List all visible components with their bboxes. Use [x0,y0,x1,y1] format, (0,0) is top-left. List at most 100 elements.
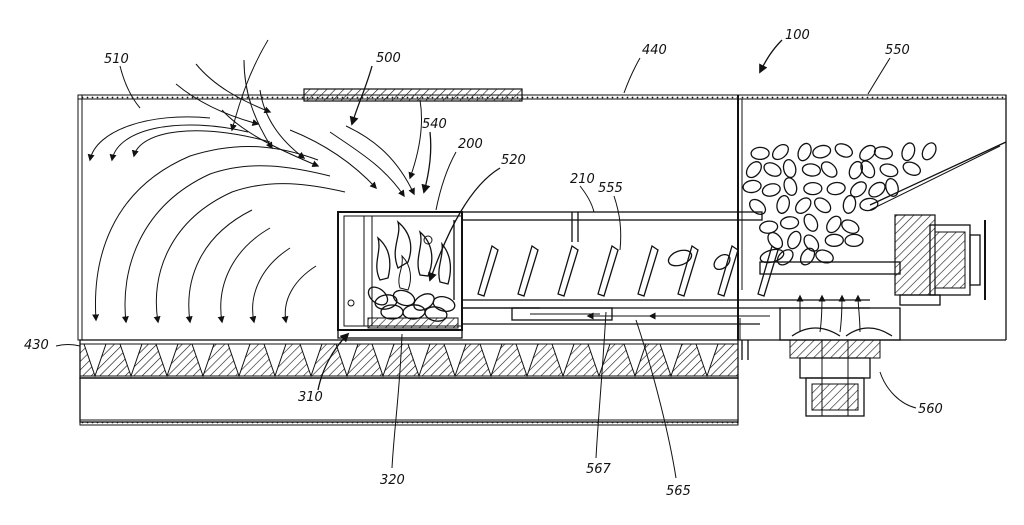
auger-flights [477,244,779,297]
auger-flight [557,244,579,297]
airflow-curve [92,145,319,322]
pellet [367,286,389,306]
airflow-curve [259,89,306,159]
pellet [902,161,922,176]
diffuser-tooth [407,343,431,378]
label-510: 510 [104,52,129,67]
airflow-curve [345,125,415,196]
label-550: 550 [885,43,910,58]
leader-lines [55,39,917,479]
pellet [771,143,789,161]
label-430: 430 [24,338,49,353]
airflow-curve [185,209,253,324]
label-100: 100 [785,28,810,43]
igniter [511,307,770,340]
fire-pot [337,211,760,339]
airflow-curve [243,59,273,150]
pellet [799,247,816,266]
reference-labels: 100 550 440 500 510 540 200 520 210 555 … [24,28,943,499]
pellet [803,181,823,196]
pellet [759,220,779,234]
fan-airflow [796,294,862,333]
pellet [859,197,879,212]
label-565: 565 [666,484,691,499]
pellet [842,194,857,214]
airflow-curve [230,39,269,132]
diffuser-tooth [191,343,215,378]
diffuser-tooth [443,343,467,378]
auger-flight [757,244,779,297]
diffuser-tooth [227,343,251,378]
diffuser-tooth [587,343,611,378]
pellet [844,233,864,248]
label-210: 210 [570,172,595,187]
pellets-in-firepot [367,286,456,322]
pellet [750,146,770,161]
diffuser-tooth [659,343,683,378]
label-520: 520 [501,153,526,168]
airflow-curve [109,124,249,162]
label-555: 555 [598,181,623,196]
auger-tube [453,211,870,309]
drip-channel [79,377,739,426]
pellet [813,197,832,214]
pellet [824,233,844,247]
diffuser-tooth [263,343,287,378]
pellet [424,306,448,322]
airflow-curve [329,131,405,198]
pellet [841,219,860,235]
auger-flight [597,244,619,297]
airflow-curve [195,63,272,114]
pellet [873,146,893,160]
label-560: 560 [918,402,943,417]
pellet [820,161,838,178]
pellet [779,216,800,230]
pellet [432,296,456,312]
diffuser-tooth [623,343,647,378]
pellet [782,159,797,179]
pellet [742,179,762,194]
diffuser-tooth [479,343,503,378]
pellet [860,160,876,179]
airflow-curve [87,116,211,162]
pellet [767,231,784,250]
pellet [745,161,762,179]
combustion-fan [779,307,901,417]
pellet [868,181,886,198]
label-567: 567 [586,462,612,477]
pellet [848,160,864,180]
airflow-curve [289,129,377,190]
pellet [803,234,820,252]
label-540: 540 [422,117,447,132]
label-310: 310 [298,390,323,405]
pellets-in-hopper [742,142,937,266]
diffuser-tooth [83,343,107,378]
pellet [749,198,767,215]
label-200: 200 [458,137,483,152]
smoke-airflow [87,39,423,324]
diffuser-tooth [551,343,575,378]
diffuser-tooth [155,343,179,378]
auger-flight [477,244,499,297]
airflow-curve [121,165,331,324]
diffuser-tooth [371,343,395,378]
pellet [797,142,812,162]
pellet [374,294,398,310]
airflow-curve [221,109,320,168]
pellet [783,177,798,196]
airflow-curve [408,99,423,180]
pellet [761,183,781,197]
diffuser-tooth [515,343,539,378]
auger-flight [517,244,539,297]
pellet [776,194,791,214]
auger-flight [637,244,659,297]
airflow-curve [131,130,271,158]
pellet [812,144,832,159]
auger-motor [759,214,986,306]
heat-diffuser-plate [79,339,739,379]
airflow-curve [281,265,317,324]
airflow-curve [153,183,346,324]
diffuser-tooth [695,343,719,378]
pellet [849,181,867,198]
